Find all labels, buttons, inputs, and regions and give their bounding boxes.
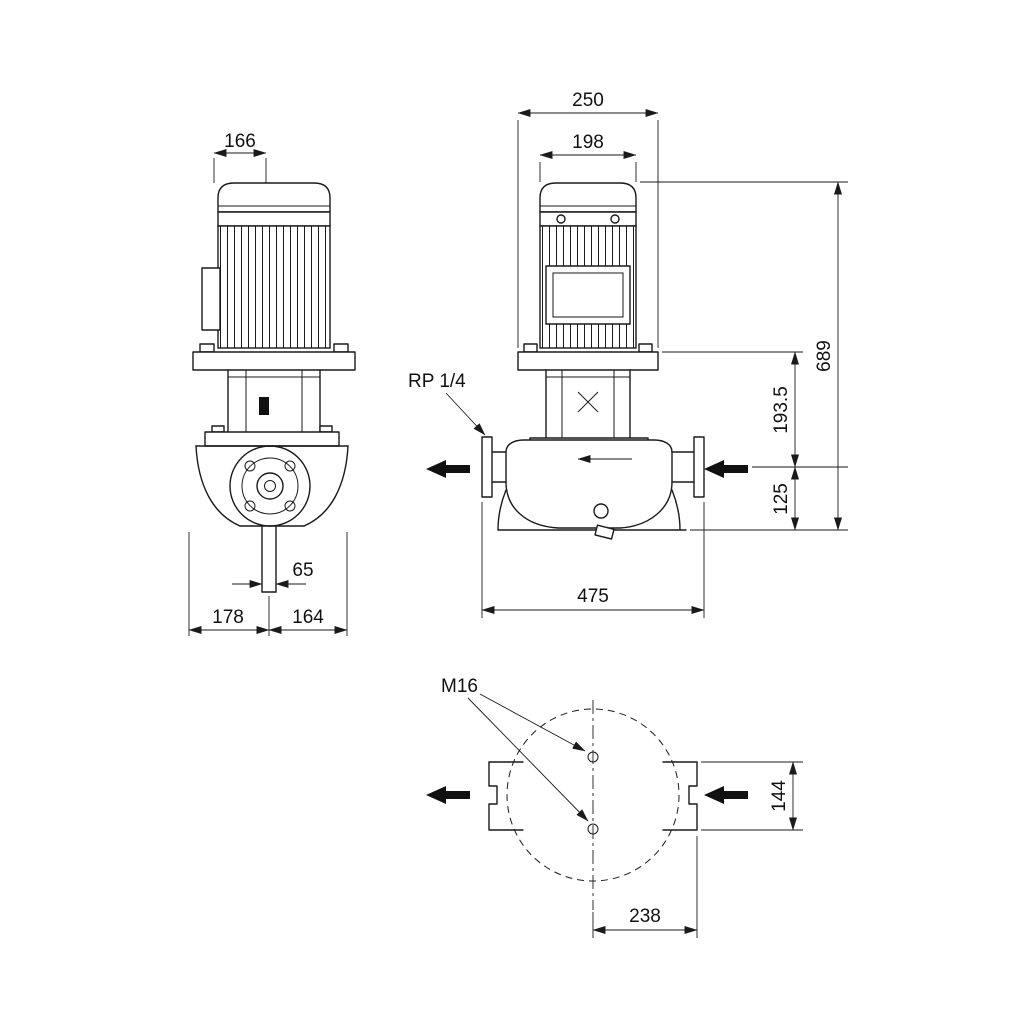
top-volute-dashed-circle — [506, 708, 680, 882]
side-motor-cap — [217, 182, 331, 213]
side-head-bolt-right — [319, 425, 333, 433]
flange-bolt-hole — [284, 460, 296, 472]
top-view: M16 144 238 — [426, 676, 803, 938]
label-m16: M16 — [441, 676, 478, 697]
dimension-178-164: 178 164 — [188, 532, 348, 636]
dim-475-label: 475 — [577, 586, 609, 607]
front-right-flange — [693, 436, 705, 498]
flange-bolt-hole — [244, 500, 256, 512]
front-volute-casing — [505, 439, 673, 529]
top-bolt-hole-lower — [587, 823, 599, 835]
dimension-144: 144 — [701, 761, 803, 831]
dim-65-label: 65 — [292, 560, 313, 581]
dimension-166: 166 — [213, 131, 267, 183]
side-suction-flange — [229, 445, 311, 527]
dim-166-label: 166 — [224, 131, 256, 152]
side-foot-bolt-left — [199, 343, 215, 353]
front-drain-plug — [593, 503, 615, 540]
front-lantern — [545, 369, 631, 439]
side-view: 166 65 178 164 — [188, 131, 356, 636]
front-suction-discharge-ports — [481, 436, 705, 498]
front-foot-bolt-left — [523, 343, 538, 353]
label-rp14: RP 1/4 — [408, 371, 466, 392]
dim-198-label: 198 — [572, 132, 604, 153]
front-terminal-box — [545, 265, 631, 325]
dim-250-label: 250 — [572, 90, 604, 111]
front-foot-bolt-right — [638, 343, 653, 353]
front-view: RP 1/4 250 198 475 — [408, 90, 848, 618]
front-terminal-box-lid — [552, 272, 624, 318]
side-terminal-box — [201, 267, 221, 331]
dim-689-label: 689 — [814, 340, 835, 372]
front-motor-cap — [539, 182, 637, 213]
flow-arrow-front-right — [704, 460, 748, 478]
dimension-238: 238 — [592, 836, 698, 938]
front-vent-plug-left — [556, 214, 566, 224]
side-lantern — [227, 369, 321, 433]
side-foot-plate — [192, 351, 356, 371]
front-motor-band — [539, 211, 637, 227]
dimension-475: 475 — [481, 502, 705, 618]
top-right-flange — [662, 761, 698, 831]
dim-178-label: 178 — [212, 607, 244, 628]
flow-arrow-front-left — [426, 460, 470, 478]
bolt-size-callout: M16 — [441, 676, 589, 822]
side-foot-bolt-right — [333, 343, 349, 353]
side-head-bolt-left — [211, 425, 225, 433]
front-left-flange — [481, 436, 493, 498]
flange-bolt-hole — [284, 500, 296, 512]
gauge-port-callout: RP 1/4 — [408, 371, 486, 436]
front-vent-plug-right — [610, 214, 620, 224]
side-head-plate — [204, 431, 340, 447]
side-coupling-slot — [259, 397, 269, 415]
side-bottom-pipe — [261, 525, 277, 593]
dimension-65: 65 — [232, 560, 314, 589]
top-left-flange — [488, 761, 524, 831]
dim-125-label: 125 — [771, 483, 792, 515]
dimension-250: 250 — [517, 90, 659, 348]
top-bolt-hole-upper — [587, 751, 599, 763]
dimension-689-1935-125: 193.5 125 689 — [640, 181, 848, 531]
dim-144-label: 144 — [769, 780, 790, 812]
front-foot-plate — [517, 351, 659, 371]
side-motor-band — [217, 211, 331, 227]
dim-164-label: 164 — [292, 607, 324, 628]
flow-arrow-top-right — [704, 786, 748, 804]
dim-1935-label: 193.5 — [771, 386, 792, 434]
flange-bolt-hole — [244, 460, 256, 472]
dimension-198: 198 — [539, 132, 637, 182]
front-base — [497, 489, 687, 531]
dim-238-label: 238 — [629, 906, 661, 927]
side-motor-body — [217, 225, 331, 349]
flow-arrow-top-left — [426, 786, 470, 804]
